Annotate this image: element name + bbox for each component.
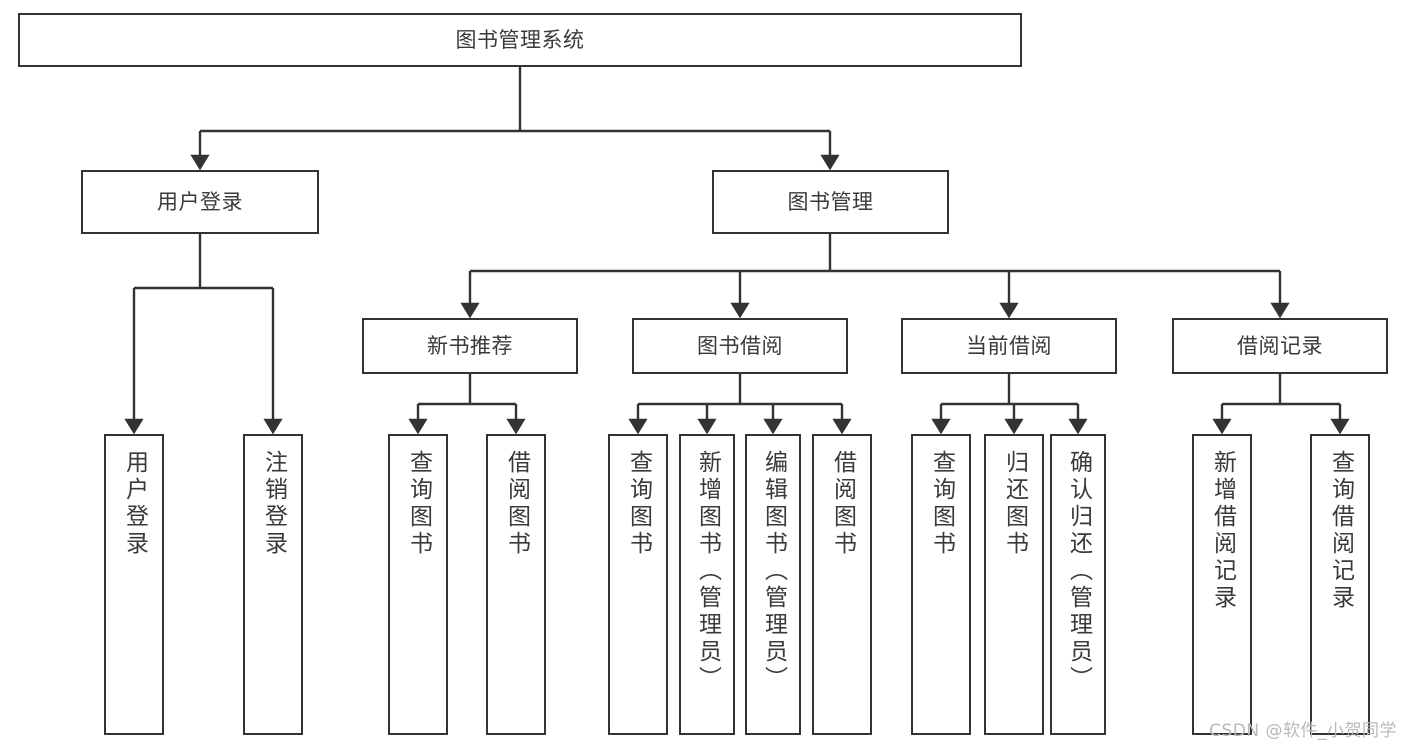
node-book-borrow-label: 图书借阅	[697, 333, 783, 358]
node-leaf-add-record-label: 新增借阅记录	[1209, 450, 1236, 612]
node-leaf-add-book[interactable]: 新增图书（管理员）	[679, 434, 735, 735]
node-leaf-query-record-label: 查询借阅记录	[1327, 450, 1354, 612]
node-book-borrow[interactable]: 图书借阅	[632, 318, 848, 374]
node-root-label: 图书管理系统	[455, 27, 585, 52]
node-book-manage-label: 图书管理	[787, 189, 874, 214]
node-new-book-rec-label: 新书推荐	[427, 333, 513, 358]
csdn-watermark: CSDN @软件_小贺同学	[1209, 721, 1397, 741]
node-leaf-query-book-2[interactable]: 查询图书	[608, 434, 668, 735]
node-leaf-logout[interactable]: 注销登录	[243, 434, 303, 735]
node-leaf-add-record[interactable]: 新增借阅记录	[1192, 434, 1252, 735]
node-leaf-edit-book[interactable]: 编辑图书（管理员）	[745, 434, 801, 735]
node-leaf-borrow-book-2-label: 借阅图书	[829, 450, 856, 558]
node-new-book-rec[interactable]: 新书推荐	[362, 318, 578, 374]
node-leaf-borrow-book-1[interactable]: 借阅图书	[486, 434, 546, 735]
node-book-manage[interactable]: 图书管理	[712, 170, 949, 234]
node-user-login-label: 用户登录	[157, 189, 243, 214]
node-root[interactable]: 图书管理系统	[18, 13, 1022, 67]
node-leaf-return-book-label: 归还图书	[1001, 450, 1028, 558]
node-leaf-return-book[interactable]: 归还图书	[984, 434, 1044, 735]
node-leaf-confirm-return[interactable]: 确认归还（管理员）	[1050, 434, 1106, 735]
node-leaf-query-book-1[interactable]: 查询图书	[388, 434, 448, 735]
node-leaf-query-record[interactable]: 查询借阅记录	[1310, 434, 1370, 735]
node-user-login[interactable]: 用户登录	[81, 170, 319, 234]
node-leaf-query-book-3[interactable]: 查询图书	[911, 434, 971, 735]
node-leaf-borrow-book-1-label: 借阅图书	[503, 450, 530, 558]
node-leaf-query-book-3-label: 查询图书	[928, 450, 955, 558]
node-borrow-record-label: 借阅记录	[1237, 333, 1323, 358]
node-leaf-confirm-return-label: 确认归还（管理员）	[1065, 450, 1092, 693]
node-leaf-query-book-2-label: 查询图书	[625, 450, 652, 558]
node-leaf-user-login-label: 用户登录	[121, 450, 148, 558]
node-leaf-logout-label: 注销登录	[260, 450, 287, 558]
node-leaf-edit-book-label: 编辑图书（管理员）	[760, 450, 787, 693]
node-leaf-query-book-1-label: 查询图书	[405, 450, 432, 558]
node-leaf-user-login[interactable]: 用户登录	[104, 434, 164, 735]
node-current-borrow-label: 当前借阅	[966, 333, 1052, 358]
node-leaf-add-book-label: 新增图书（管理员）	[694, 450, 721, 693]
node-borrow-record[interactable]: 借阅记录	[1172, 318, 1388, 374]
node-current-borrow[interactable]: 当前借阅	[901, 318, 1117, 374]
node-leaf-borrow-book-2[interactable]: 借阅图书	[812, 434, 872, 735]
